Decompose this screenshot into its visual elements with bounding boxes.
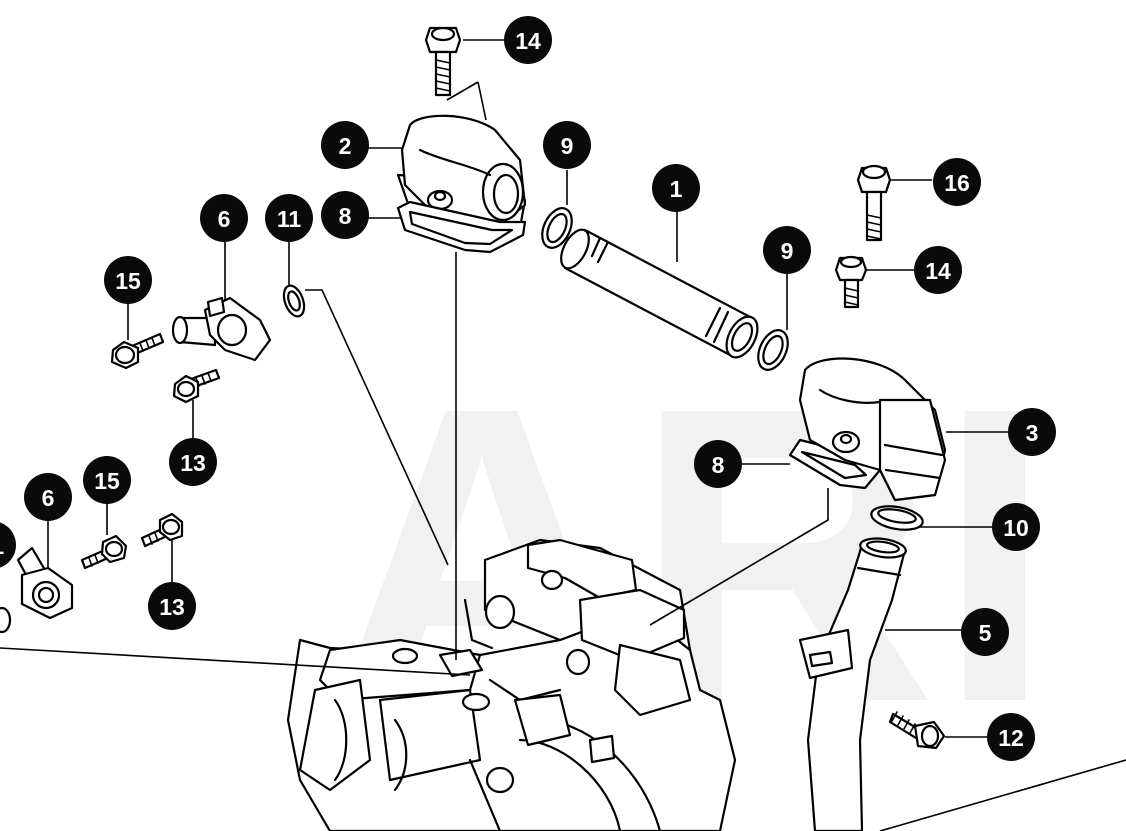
fitting-6-upper bbox=[171, 296, 272, 362]
thermostat-housing-2 bbox=[396, 114, 527, 238]
callout-label: 13 bbox=[180, 450, 206, 476]
callout-label: 6 bbox=[42, 485, 55, 511]
callout-label: 14 bbox=[925, 258, 951, 284]
bolt-14-top bbox=[424, 26, 462, 97]
leader-lines bbox=[0, 39, 1126, 831]
callout-label: 6 bbox=[218, 206, 231, 232]
callout-label: 11 bbox=[0, 533, 4, 559]
callout-5: 5 bbox=[961, 608, 1009, 656]
o-ring-11 bbox=[282, 284, 306, 318]
pipe-1 bbox=[560, 228, 759, 359]
callout-3: 3 bbox=[1008, 408, 1056, 456]
callout-2: 2 bbox=[321, 121, 369, 169]
callout-12: 12 bbox=[987, 713, 1035, 761]
callout-9: 9 bbox=[543, 121, 591, 169]
callout-9: 9 bbox=[763, 226, 811, 274]
callout-label: 12 bbox=[998, 725, 1024, 751]
callout-10: 10 bbox=[992, 503, 1040, 551]
engine-block bbox=[286, 538, 737, 831]
callout-label: 2 bbox=[339, 133, 352, 159]
bolt-14-right bbox=[834, 255, 868, 309]
callout-1: 1 bbox=[652, 164, 700, 212]
bolt-12 bbox=[888, 711, 946, 750]
callout-label: 8 bbox=[339, 203, 352, 229]
callout-label: 16 bbox=[944, 170, 970, 196]
callout-label: 14 bbox=[515, 28, 541, 54]
callout-label: 1 bbox=[670, 176, 683, 202]
callout-label: 13 bbox=[159, 594, 185, 620]
callout-label: 10 bbox=[1003, 515, 1029, 541]
gasket-8-top bbox=[396, 200, 527, 254]
bolt-13-lower bbox=[140, 512, 184, 548]
callout-label: 15 bbox=[94, 468, 120, 494]
callout-11-partial: 11 bbox=[0, 522, 16, 568]
callout-8: 8 bbox=[321, 191, 369, 239]
callout-13: 13 bbox=[148, 582, 196, 630]
callout-15: 15 bbox=[104, 256, 152, 304]
callout-13: 13 bbox=[169, 438, 217, 486]
callout-label: 11 bbox=[277, 206, 302, 232]
callout-16: 16 bbox=[933, 158, 981, 206]
bolt-15-upper bbox=[110, 332, 165, 370]
bolt-13-upper bbox=[172, 368, 221, 404]
water-pipe-5 bbox=[798, 537, 907, 831]
callout-15: 15 bbox=[83, 456, 131, 504]
callout-14: 14 bbox=[504, 16, 552, 64]
callout-11: 11 bbox=[265, 194, 313, 242]
callout-8: 8 bbox=[694, 440, 742, 488]
callout-label: 15 bbox=[115, 268, 141, 294]
o-ring-9-left bbox=[541, 207, 573, 249]
callout-6: 6 bbox=[24, 473, 72, 521]
callout-label: 8 bbox=[712, 452, 725, 478]
callout-6: 6 bbox=[200, 194, 248, 242]
callout-label: 9 bbox=[781, 238, 794, 264]
bolt-16 bbox=[856, 164, 892, 242]
callout-label: 9 bbox=[561, 133, 574, 159]
callout-label: 5 bbox=[979, 620, 992, 646]
o-ring-10 bbox=[870, 505, 924, 531]
bolt-15-lower bbox=[80, 534, 128, 570]
callout-label: 3 bbox=[1026, 420, 1039, 446]
o-ring-9-right bbox=[757, 329, 789, 371]
housing-3 bbox=[798, 357, 947, 502]
callout-14: 14 bbox=[914, 246, 962, 294]
fitting-6-lower bbox=[0, 546, 74, 634]
